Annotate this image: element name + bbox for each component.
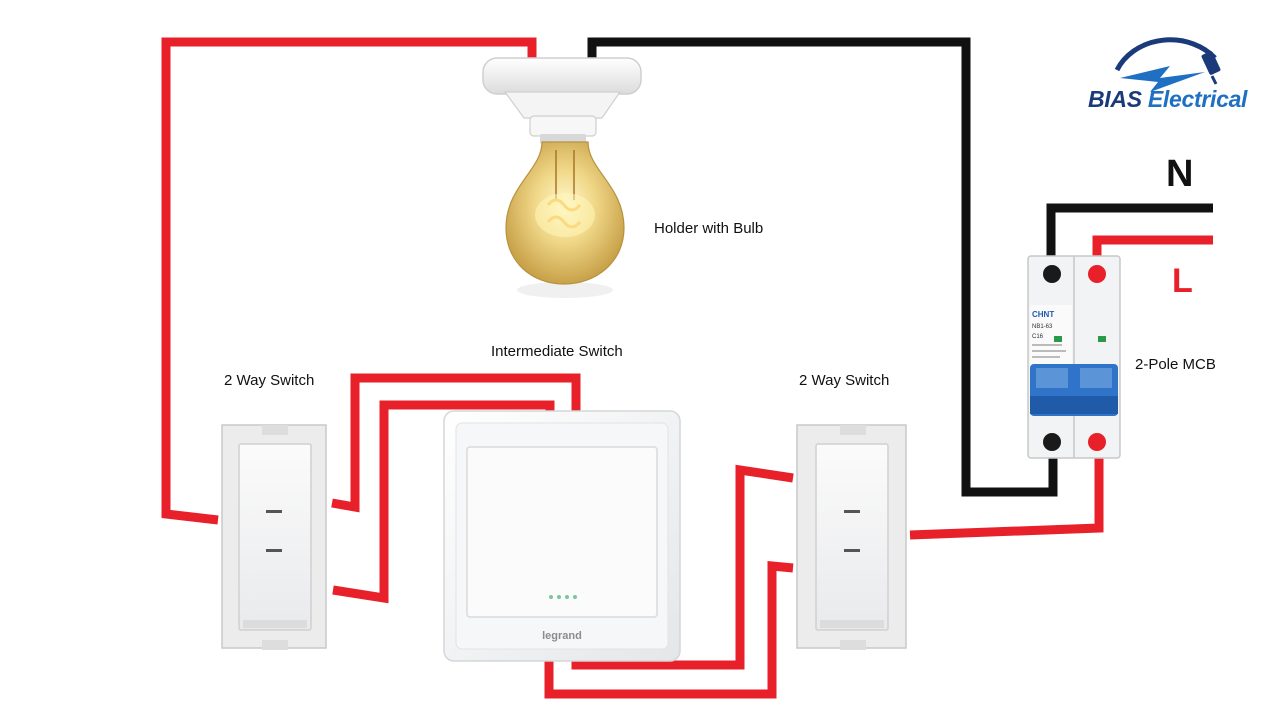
- two-way-switch-right[interactable]: [796, 424, 907, 650]
- brand-word-2: Electrical: [1147, 86, 1248, 112]
- live-label: L: [1172, 262, 1193, 300]
- two-way-switch-left[interactable]: [221, 424, 327, 650]
- intermediate-switch-label: Intermediate Switch: [491, 343, 623, 360]
- bias-electrical-logo: [1114, 37, 1221, 92]
- mcb-terminal-live-in: [1088, 265, 1106, 283]
- mcb-label: 2-Pole MCB: [1135, 356, 1216, 373]
- brand-name: BIAS Electrical: [1088, 86, 1247, 113]
- wire-supply-neutral: [1046, 203, 1213, 270]
- mcb-terminal-live-out: [1088, 433, 1106, 451]
- wire-right-switch-to-mcb: [909, 442, 1104, 540]
- mcb-rating-text: C16: [1032, 334, 1044, 340]
- mcb-terminal-neutral-in: [1043, 265, 1061, 283]
- bulb-label: Holder with Bulb: [654, 220, 764, 237]
- brand-word-1: BIAS: [1088, 86, 1142, 112]
- two-way-switch-left-label: 2 Way Switch: [224, 372, 315, 389]
- live-wires: [161, 37, 1213, 699]
- wire-left-switch-to-bulb: [161, 37, 537, 525]
- bulb-with-holder: [482, 57, 642, 298]
- neutral-wires: [587, 37, 1213, 497]
- intermediate-switch[interactable]: legrand: [443, 410, 681, 662]
- wire-left-traveller-upper: [331, 373, 581, 513]
- wire-left-traveller-lower: [332, 400, 555, 604]
- wire-right-traveller-upper: [571, 464, 794, 670]
- mcb-brand-text: CHNT: [1032, 310, 1054, 319]
- mcb-model-text: NB1-63: [1032, 324, 1053, 330]
- mcb-terminal-neutral-out: [1043, 433, 1061, 451]
- neutral-label: N: [1166, 153, 1194, 195]
- wire-right-traveller-lower: [544, 561, 794, 699]
- two-pole-mcb[interactable]: CHNT NB1-63 C16: [1027, 255, 1121, 459]
- wire-bulb-to-mcb-neutral: [587, 37, 1058, 497]
- two-way-switch-right-label: 2 Way Switch: [799, 372, 890, 389]
- switch-brand-text: legrand: [542, 630, 582, 642]
